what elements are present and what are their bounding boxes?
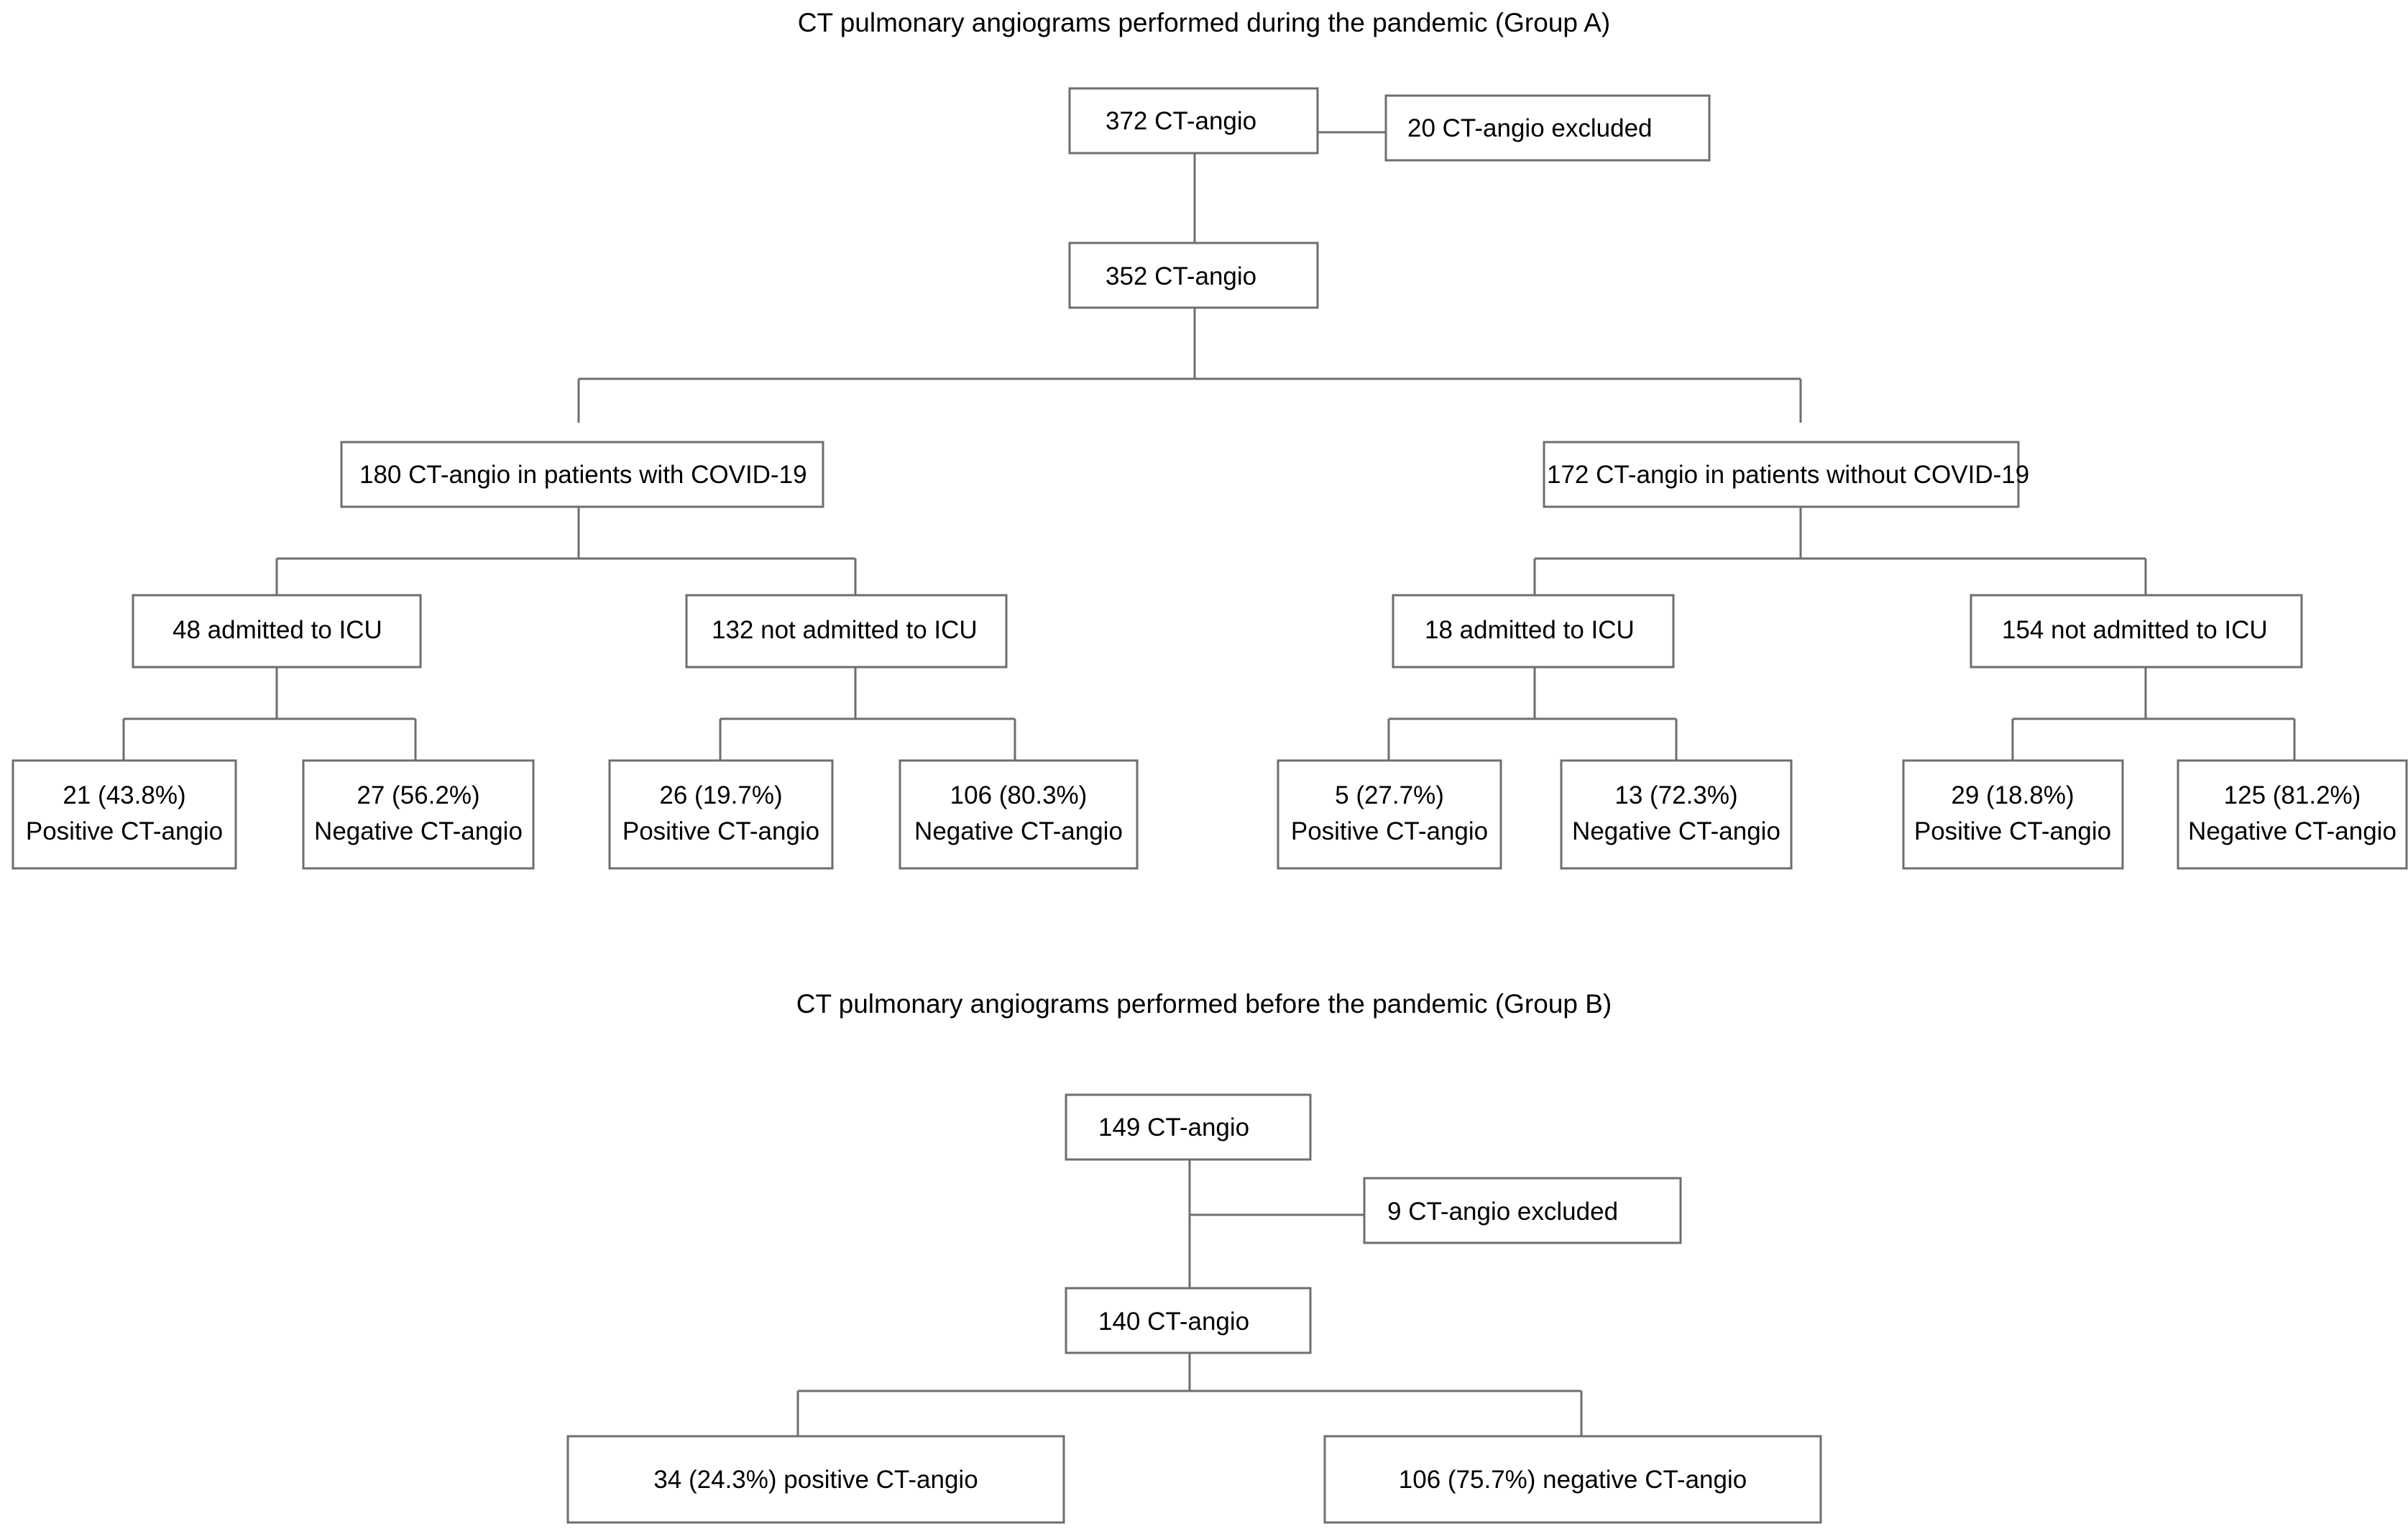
node-label-b-leaf-positive: 34 (24.3%) positive CT-angio — [653, 1466, 978, 1494]
node-box-branch-covid — [340, 441, 824, 508]
node-box-a-included — [1068, 242, 1319, 309]
node-leaf-covid-noicu-positive: 26 (19.7%) Positive CT-angio — [608, 759, 834, 870]
node-label-b-root: 149 CT-angio — [1098, 1113, 1249, 1142]
node-leaf-3-line1: 26 (19.7%) — [659, 781, 782, 809]
node-box-b-excluded — [1363, 1177, 1682, 1244]
node-leaf-nocovid-noicu-positive: 29 (18.8%) Positive CT-angio — [1902, 759, 2124, 870]
node-label-icu-nocovid-admitted: 18 admitted to ICU — [1425, 616, 1635, 644]
node-leaf-5-line1: 5 (27.7%) — [1335, 781, 1444, 809]
node-box-leaf-6 — [1560, 759, 1793, 870]
node-box-b-included — [1065, 1287, 1312, 1354]
node-box-b-root — [1065, 1093, 1312, 1161]
group-b-title: CT pulmonary angiograms performed before… — [796, 989, 1612, 1019]
node-icu-nocovid-not-admitted: 154 not admitted to ICU — [1970, 594, 2303, 669]
node-box-leaf-5 — [1277, 759, 1502, 870]
node-leaf-1-line1: 21 (43.8%) — [63, 781, 185, 809]
node-leaf-covid-noicu-negative: 106 (80.3%) Negative CT-angio — [899, 759, 1139, 870]
node-leaf-1-line2: Positive CT-angio — [26, 817, 223, 845]
node-leaf-7-line1: 29 (18.8%) — [1951, 781, 2074, 809]
node-label-a-excluded: 20 CT-angio excluded — [1407, 114, 1653, 142]
node-box-icu-nocovid-not-admitted — [1970, 594, 2303, 669]
node-label-b-leaf-negative: 106 (75.7%) negative CT-angio — [1399, 1466, 1747, 1494]
node-icu-nocovid-admitted: 18 admitted to ICU — [1392, 594, 1675, 669]
node-label-icu-nocovid-not-admitted: 154 not admitted to ICU — [2002, 616, 2268, 644]
node-leaf-nocovid-noicu-negative: 125 (81.2%) Negative CT-angio — [2177, 759, 2408, 870]
node-group-b-included: 140 CT-angio — [1065, 1287, 1312, 1354]
node-group-b-root: 149 CT-angio — [1065, 1093, 1312, 1161]
node-box-b-leaf-negative — [1323, 1435, 1822, 1524]
node-group-a-excluded: 20 CT-angio excluded — [1384, 94, 1711, 162]
node-box-leaf-1 — [12, 759, 237, 870]
node-box-leaf-3 — [608, 759, 834, 870]
node-box-leaf-4 — [899, 759, 1139, 870]
node-leaf-b-positive: 34 (24.3%) positive CT-angio — [566, 1435, 1065, 1524]
node-box-icu-covid-admitted — [132, 594, 422, 669]
node-branch-nocovid: 172 CT-angio in patients without COVID-1… — [1543, 441, 2029, 508]
node-box-icu-covid-not-admitted — [685, 594, 1008, 669]
group-a-connectors — [122, 88, 2296, 761]
node-box-b-leaf-positive — [566, 1435, 1065, 1524]
node-label-branch-nocovid: 172 CT-angio in patients without COVID-1… — [1547, 461, 2029, 489]
node-label-icu-covid-admitted: 48 admitted to ICU — [173, 616, 382, 644]
node-box-leaf-2 — [302, 759, 535, 870]
node-branch-covid: 180 CT-angio in patients with COVID-19 — [340, 441, 824, 508]
node-leaf-8-line2: Negative CT-angio — [2188, 817, 2396, 845]
node-box-a-root — [1068, 87, 1319, 155]
node-group-a-included: 352 CT-angio — [1068, 242, 1319, 309]
node-label-icu-covid-not-admitted: 132 not admitted to ICU — [712, 616, 978, 644]
node-leaf-covid-icu-negative: 27 (56.2%) Negative CT-angio — [302, 759, 535, 870]
node-box-icu-nocovid-admitted — [1392, 594, 1675, 669]
node-leaf-covid-icu-positive: 21 (43.8%) Positive CT-angio — [12, 759, 237, 870]
node-label-a-root: 372 CT-angio — [1106, 107, 1256, 135]
node-box-leaf-7 — [1902, 759, 2124, 870]
node-leaf-4-line1: 106 (80.3%) — [950, 781, 1088, 809]
node-icu-covid-admitted: 48 admitted to ICU — [132, 594, 422, 669]
node-leaf-8-line1: 125 (81.2%) — [2224, 781, 2361, 809]
node-label-b-excluded: 9 CT-angio excluded — [1387, 1198, 1618, 1226]
node-box-leaf-8 — [2177, 759, 2408, 870]
node-leaf-nocovid-icu-negative: 13 (72.3%) Negative CT-angio — [1560, 759, 1793, 870]
node-label-branch-covid: 180 CT-angio in patients with COVID-19 — [359, 461, 807, 489]
node-leaf-5-line2: Positive CT-angio — [1291, 817, 1488, 845]
node-leaf-6-line2: Negative CT-angio — [1572, 817, 1780, 845]
node-leaf-3-line2: Positive CT-angio — [622, 817, 819, 845]
node-leaf-6-line1: 13 (72.3%) — [1614, 781, 1737, 809]
node-group-b-excluded: 9 CT-angio excluded — [1363, 1177, 1682, 1244]
node-label-a-included: 352 CT-angio — [1106, 262, 1256, 290]
node-leaf-4-line2: Negative CT-angio — [914, 817, 1123, 845]
group-a-title: CT pulmonary angiograms performed during… — [798, 8, 1610, 37]
node-box-a-excluded — [1384, 94, 1711, 162]
node-leaf-2-line1: 27 (56.2%) — [357, 781, 479, 809]
node-group-a-root: 372 CT-angio — [1068, 87, 1319, 155]
node-leaf-7-line2: Positive CT-angio — [1914, 817, 2111, 845]
node-leaf-b-negative: 106 (75.7%) negative CT-angio — [1323, 1435, 1822, 1524]
node-box-branch-nocovid — [1543, 441, 2020, 508]
node-icu-covid-not-admitted: 132 not admitted to ICU — [685, 594, 1008, 669]
node-leaf-2-line2: Negative CT-angio — [314, 817, 523, 845]
node-leaf-nocovid-icu-positive: 5 (27.7%) Positive CT-angio — [1277, 759, 1502, 870]
node-label-b-included: 140 CT-angio — [1098, 1308, 1249, 1336]
